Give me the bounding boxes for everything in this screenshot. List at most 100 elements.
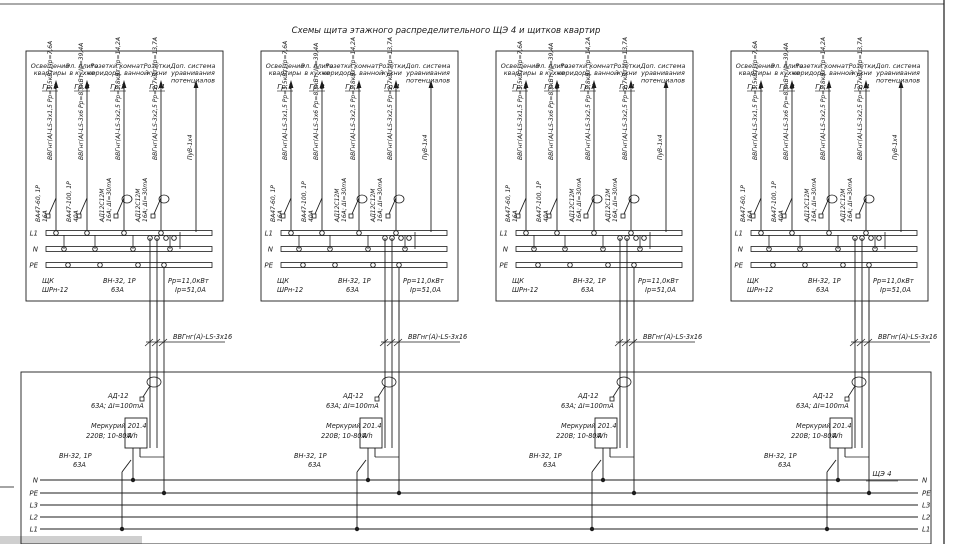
apartment-bus <box>280 246 448 252</box>
apartment-bus-label: L1 <box>735 230 743 238</box>
arrow-icon <box>898 80 904 88</box>
breaker-trip <box>76 213 82 219</box>
panel-type: ШРн-12 <box>512 286 538 294</box>
arrow-icon <box>789 80 795 88</box>
device-label: АД12С12М <box>804 188 811 223</box>
floor-rcd-trip <box>844 396 850 402</box>
rcd-sensor-icon <box>591 194 603 204</box>
device-label: АД12С12М <box>370 188 377 223</box>
floor-rcd-rating: 63А; ΔI=100mA <box>561 402 614 410</box>
junction-dot <box>866 490 872 496</box>
group-label: Гр.3 <box>815 82 831 91</box>
circuit-heading: уравнивания <box>875 69 920 77</box>
meter-rating: 220В; 10-80А <box>556 432 602 440</box>
group-label: Гр.3 <box>110 82 126 91</box>
junction-dot <box>365 477 371 483</box>
arrow-icon <box>523 80 529 88</box>
meter-model: Меркурий 201.4 <box>91 422 147 430</box>
circuit-cable-label: ВВГнг(А)-LS-3х2,5 Рр=2,8кВт; Iр=14,2А <box>115 37 122 160</box>
design-power: Рр=11,0кВт <box>168 277 209 285</box>
floor-switch-rating: 63А <box>778 461 791 469</box>
rcd-sensor-icon <box>826 194 838 204</box>
circuit-heading: Розетки комнат, <box>90 62 145 70</box>
terminal-circle <box>535 262 541 268</box>
floor-rcd-contact <box>142 385 151 398</box>
breaker-contact <box>623 197 632 215</box>
device-label: АД12С12М <box>99 188 106 223</box>
terminal-circle <box>332 262 338 268</box>
junction-dot <box>130 477 136 483</box>
circuit-heading: квартиры <box>739 69 772 77</box>
device-label: 16А; ΔI=30mA <box>612 178 619 222</box>
breaker-trip <box>855 213 861 219</box>
junction-dot <box>354 526 360 532</box>
circuit-heading: коридора, ванной <box>323 69 383 77</box>
terminal-circle <box>868 235 874 241</box>
cable-tick <box>393 338 403 347</box>
circuit-heading: уравнивания <box>405 69 450 77</box>
device-label: 40А <box>308 210 315 222</box>
circuit-heading: кухни <box>617 69 637 77</box>
device-label: ВА47-100, 1Р <box>301 181 308 222</box>
energy-meter <box>124 417 148 449</box>
meter-rating: 220В; 10-80А <box>791 432 837 440</box>
rcd-sensor-icon <box>356 194 368 204</box>
cable-tick <box>863 338 873 347</box>
energy-meter <box>829 417 853 449</box>
design-current: Iр=51,0А <box>645 286 676 294</box>
terminal-circle <box>633 235 639 241</box>
circuit-heading: Розетки <box>614 62 641 70</box>
apartment-bus-label: N <box>268 246 274 254</box>
design-current: Iр=51,0А <box>175 286 206 294</box>
terminal-circle <box>605 262 611 268</box>
circuit-cable-label: ВВГнг(А)-LS-3х2,5 Рр=2,8кВт; Iр=14,2А <box>820 37 827 160</box>
floor-switch-rating: 63А <box>543 461 556 469</box>
terminal-circle <box>398 235 404 241</box>
junction-dot <box>631 490 637 496</box>
terminal-circle <box>97 262 103 268</box>
breaker-trip <box>546 213 552 219</box>
circuit-heading: в кухне <box>539 69 564 77</box>
junction-dot <box>589 526 595 532</box>
breaker-trip <box>515 213 521 219</box>
cable-tick <box>386 338 396 347</box>
design-current: Iр=51,0А <box>410 286 441 294</box>
floor-switch-label: ВН-32, 1Р <box>59 452 92 460</box>
breaker-trip <box>750 213 756 219</box>
apartment-bus <box>750 262 918 268</box>
arrow-icon <box>393 80 399 88</box>
arrow-icon <box>591 80 597 88</box>
circuit-heading: Доп. система <box>405 62 451 70</box>
device-label: АД12С12М <box>569 188 576 223</box>
cable-tick <box>621 338 631 347</box>
terminal-circle <box>876 235 882 241</box>
circuit-heading: квартиры <box>269 69 302 77</box>
panel-name: ЩК <box>512 277 524 285</box>
meter-rating: 220В; 10-80А <box>86 432 132 440</box>
arrow-icon <box>628 80 634 88</box>
floor-switch-contact <box>591 459 602 473</box>
group-label: Гр.1 <box>512 82 527 91</box>
rcd-sensor-icon <box>393 194 405 204</box>
terminal-circle <box>288 230 294 236</box>
circuit-cable-label: ВВГнг(А)-LS-3х6 Рр=8,5кВт; Iр=39,4А <box>78 43 85 160</box>
apartment-bus <box>515 246 683 252</box>
device-label: 40А <box>778 210 785 222</box>
riser-cable-label: ВВГнг(А)-LS-3х16 <box>643 333 702 341</box>
arrow-icon <box>826 80 832 88</box>
apartment-bus-label: PE <box>29 262 38 270</box>
circuit-heading: коридора, ванной <box>793 69 853 77</box>
junction-dot <box>396 490 402 496</box>
device-label: ВА47-100, 1Р <box>536 181 543 222</box>
device-label: 16А; ΔI=30mA <box>341 178 348 222</box>
circuit-heading: Эл. плита <box>65 62 99 70</box>
breaker-contact <box>586 197 595 215</box>
floor-rcd-trip <box>374 396 380 402</box>
cable-tick <box>151 338 161 347</box>
breaker-trip <box>113 213 119 219</box>
terminal-circle <box>406 235 412 241</box>
arrow-icon <box>428 80 434 88</box>
apartment-bus <box>750 246 918 252</box>
terminal-circle <box>158 230 164 236</box>
